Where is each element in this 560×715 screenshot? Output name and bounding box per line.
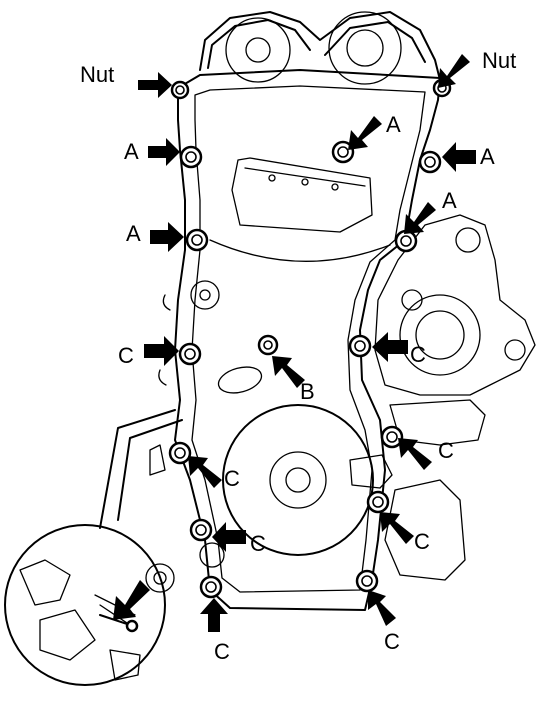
pointer-arrows: [113, 54, 476, 632]
arrow-b: [272, 356, 305, 388]
bolt-c-2-marker: [348, 334, 372, 358]
arrow-inset: [113, 580, 150, 620]
arrow-c-8: [368, 590, 396, 626]
bolt-a-2-marker: [331, 140, 355, 164]
arrow-a-3: [442, 142, 476, 172]
arrow-c-3: [188, 456, 222, 488]
bolt-b-marker: [257, 334, 279, 356]
label-c-1: C: [118, 343, 134, 368]
arrow-nut-right: [438, 54, 470, 88]
callout-labels: Nut Nut A A A A A B C C C C C C C C: [80, 48, 516, 664]
arrow-a-2: [348, 116, 382, 150]
bolt-c-7-marker: [199, 575, 223, 599]
label-c-8: C: [384, 629, 400, 654]
label-c-2: C: [410, 342, 426, 367]
bolt-c-8-marker: [355, 569, 379, 593]
label-c-4: C: [438, 438, 454, 463]
label-c-5: C: [250, 531, 266, 556]
label-b: B: [300, 379, 315, 404]
arrow-c-7: [200, 598, 228, 632]
detail-inset: [4, 409, 183, 686]
nut-left-marker: [170, 80, 190, 100]
inset-bolt-marker: [99, 614, 139, 633]
arrow-c-5: [212, 522, 246, 552]
label-a-4: A: [126, 221, 141, 246]
fastener-markers: [99, 78, 452, 633]
label-a-1: A: [124, 139, 139, 164]
label-c-3: C: [224, 466, 240, 491]
bolt-c-1-marker: [178, 342, 202, 366]
bolt-a-5-marker: [394, 229, 418, 253]
timing-cover-outline: [149, 69, 441, 611]
bolt-a-3-marker: [418, 150, 442, 174]
label-nut-right: Nut: [482, 48, 516, 73]
arrow-a-1: [148, 138, 180, 166]
label-a-3: A: [480, 144, 495, 169]
label-c-7: C: [214, 639, 230, 664]
label-c-6: C: [414, 529, 430, 554]
timing-chain-and-sprockets: [199, 11, 441, 85]
arrow-c-1: [144, 336, 179, 366]
arrow-c-6: [380, 512, 414, 544]
bolt-c-5-marker: [189, 518, 213, 542]
label-nut-left: Nut: [80, 62, 114, 87]
bolt-a-1-marker: [179, 145, 203, 169]
bolt-c-6-marker: [366, 490, 390, 514]
label-a-5: A: [442, 188, 457, 213]
arrow-nut-left: [138, 72, 172, 98]
arrow-c-4: [398, 438, 432, 470]
label-a-2: A: [386, 112, 401, 137]
bolt-c-3-marker: [168, 441, 192, 465]
arrow-a-5: [404, 202, 436, 234]
bolt-c-4-marker: [380, 425, 404, 449]
arrow-c-2: [372, 332, 408, 362]
arrow-a-4: [150, 222, 184, 252]
bolt-a-4-marker: [185, 228, 209, 252]
